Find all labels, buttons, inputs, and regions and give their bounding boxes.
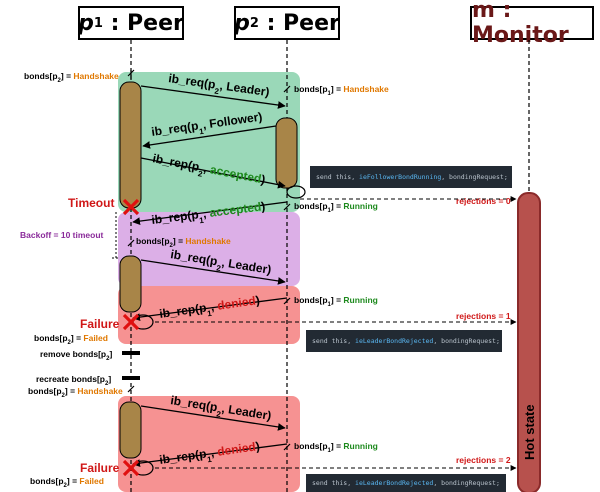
p1-activation-2	[119, 255, 142, 313]
failure-x-icon-2	[122, 459, 140, 477]
p1-activation-1	[119, 81, 142, 209]
state-label-11: bonds[p2] = Failed	[30, 476, 104, 489]
code-3-a: send this,	[312, 479, 356, 487]
lifeline-monitor-header: m : Monitor	[470, 0, 594, 48]
region-handshake-accepted	[118, 72, 300, 212]
p1-suffix: : Peer	[102, 10, 184, 36]
msg-2-arrow	[142, 125, 277, 149]
backoff-label: Backoff = 10 timeout	[20, 230, 104, 240]
msg-4-arrow	[132, 201, 288, 225]
p2-self-loop	[286, 185, 306, 199]
msg-1-label: ib_req(p2, Leader)	[167, 71, 270, 102]
region-backoff	[118, 212, 300, 286]
msg-8-arrow	[132, 443, 288, 467]
state-label-2: bonds[p1] = Handshake	[294, 84, 389, 97]
state-tick-7	[127, 385, 135, 393]
msg-5-arrow	[140, 259, 286, 285]
code-1-c: , bondingRequest;	[441, 173, 508, 181]
hot-state-label: Hot state	[522, 404, 537, 460]
msg-6-label: ib_rep(p1, denied)	[158, 293, 261, 324]
code-snippet-2: send this, ieLeaderBondRejected, bonding…	[306, 330, 502, 352]
p2-sub: 2	[249, 15, 259, 31]
msg-4-label: ib_rep(p1, accepted)	[151, 199, 267, 230]
msg-1-arrow	[140, 85, 286, 109]
rejections-label-0: rejections = 0	[456, 196, 511, 206]
code-2-c: , bondingRequest;	[433, 337, 500, 345]
p1-name: p	[78, 10, 94, 36]
p2-activation-1	[275, 117, 298, 189]
msg-6-arrow	[132, 297, 288, 321]
msg-8-label: ib_rep(p1, denied)	[158, 439, 261, 470]
code-snippet-3: send this, ieLeaderBondRejected, bonding…	[306, 474, 506, 492]
state-label-6: bonds[p2] = Failed	[34, 333, 108, 346]
failure-label-1: Failure	[80, 317, 120, 331]
timeout-x-icon	[122, 198, 140, 216]
state-label-3: bonds[p1] = Running	[294, 201, 378, 214]
code-3-c: , bondingRequest;	[433, 479, 500, 487]
rejections-label-2: rejections = 2	[456, 455, 511, 465]
msg-3-arrow	[140, 157, 286, 189]
p2-suffix: : Peer	[258, 10, 340, 36]
state-tick-3	[283, 203, 291, 211]
state-label-4: bonds[p2] = Handshake	[136, 236, 231, 249]
failure-label-2: Failure	[80, 461, 120, 475]
state-label-5: bonds[p1] = Running	[294, 295, 378, 308]
monitor-hot-state-bar	[517, 192, 541, 492]
p1-activation-3	[119, 401, 142, 459]
backoff-bracket	[112, 212, 120, 259]
rejections-label-1: rejections = 1	[456, 311, 511, 321]
state-tick-1	[127, 69, 135, 80]
state-tick-2	[283, 85, 291, 93]
p2-name: p	[234, 10, 250, 36]
code-snippet-1: send this, ieFollowerBondRunning, bondin…	[310, 166, 512, 188]
code-1-a: send this,	[316, 173, 360, 181]
state-label-1: bonds[p2] = Handshake	[24, 71, 119, 84]
state-tick-4	[127, 239, 135, 247]
code-2-b: ieLeaderBondRejected	[355, 337, 434, 345]
state-label-9: bonds[p2] = Handshake	[28, 386, 123, 399]
monitor-label: m : Monitor	[472, 0, 569, 48]
code-1-b: ieFollowerBondRunning	[359, 173, 442, 181]
state-label-10: bonds[p1] = Running	[294, 441, 378, 454]
state-tick-5	[283, 297, 291, 305]
region-denied-1	[118, 286, 300, 344]
failure-x-icon-1	[122, 313, 140, 331]
timeout-label: Timeout	[68, 196, 114, 210]
code-3-b: ieLeaderBondRejected	[355, 479, 434, 487]
state-label-8: recreate bonds[p2]	[36, 374, 111, 387]
state-label-7: remove bonds[p2]	[40, 349, 112, 362]
code-2-a: send this,	[312, 337, 356, 345]
p1-sub: 1	[93, 15, 103, 31]
state-tick-6	[283, 443, 291, 451]
msg-7-arrow	[140, 405, 286, 431]
